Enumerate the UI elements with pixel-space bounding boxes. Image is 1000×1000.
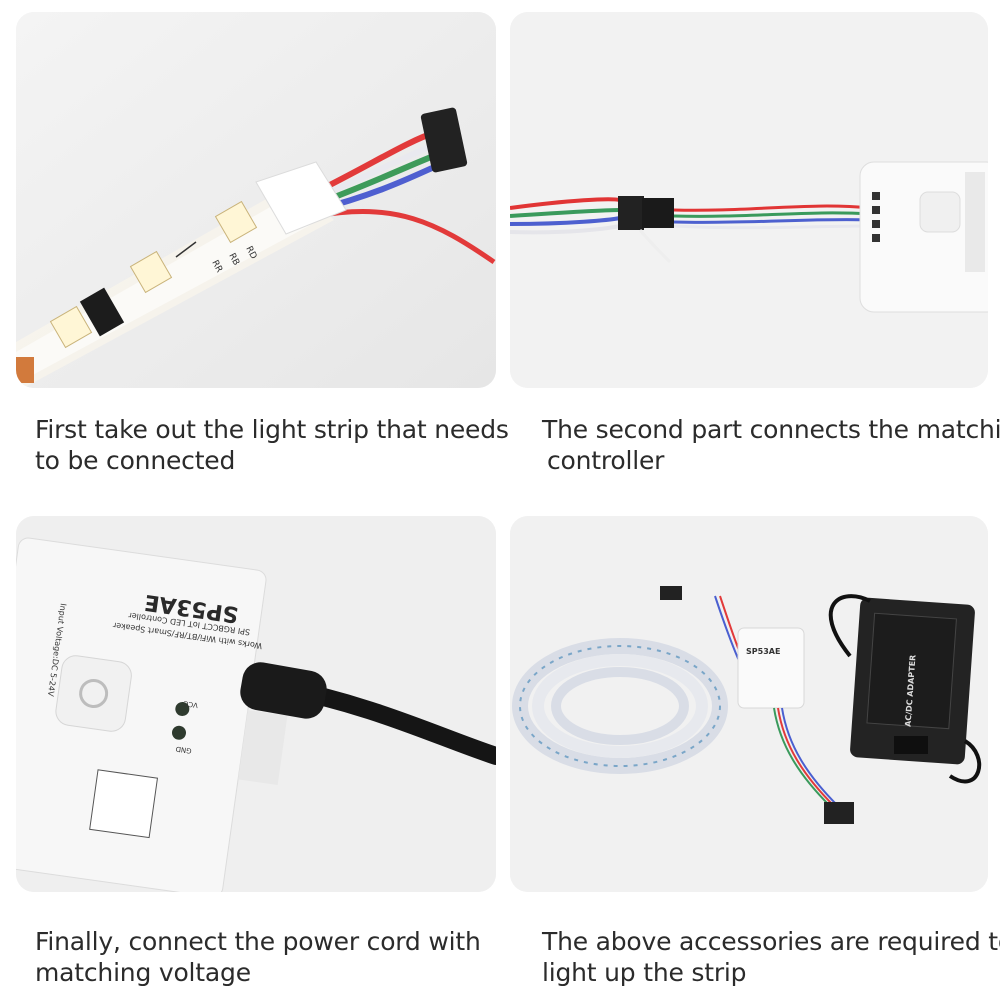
caption-step-4-line-1: The above accessories are required to — [542, 927, 1000, 956]
caption-step-4: The above accessories are required to li… — [542, 926, 1000, 988]
accessories-illustration: SP53AE AC/DC ADAPTER — [510, 516, 988, 892]
arrow-left-icon — [175, 241, 197, 258]
caption-step-2-line-2: controller — [547, 446, 665, 475]
power-cord-photo: SP53AE SPI RGBCCT IoT LED Controller Wor… — [16, 516, 496, 892]
caption-step-1-line-2: to be connected — [35, 446, 236, 475]
qr-code-icon — [89, 769, 159, 839]
caption-step-3-line-2: matching voltage — [35, 958, 251, 987]
led-strip-illustration: RD RB RR — [16, 12, 496, 388]
power-cord-illustration: SP53AE SPI RGBCCT IoT LED Controller Wor… — [16, 516, 496, 892]
led-strip-photo: RD RB RR — [16, 12, 496, 388]
controller-connection-illustration — [510, 12, 988, 388]
caption-step-2: The second part connects the matching co… — [542, 414, 1000, 476]
caption-step-1-line-1: First take out the light strip that need… — [35, 415, 509, 444]
power-button-icon — [79, 678, 109, 708]
caption-step-3: Finally, connect the power cord with mat… — [35, 926, 481, 988]
vcc-label: VCC — [183, 699, 199, 709]
caption-step-2-line-1: The second part connects the matching — [542, 415, 1000, 444]
caption-step-4-line-2: light up the strip — [542, 958, 747, 987]
gnd-label: GND — [175, 744, 192, 754]
caption-step-1: First take out the light strip that need… — [35, 414, 509, 476]
controller-connection-photo — [510, 12, 988, 388]
accessories-photo: SP53AE AC/DC ADAPTER — [510, 516, 988, 892]
caption-step-3-line-1: Finally, connect the power cord with — [35, 927, 481, 956]
accessory-controller-label: SP53AE — [746, 647, 780, 656]
